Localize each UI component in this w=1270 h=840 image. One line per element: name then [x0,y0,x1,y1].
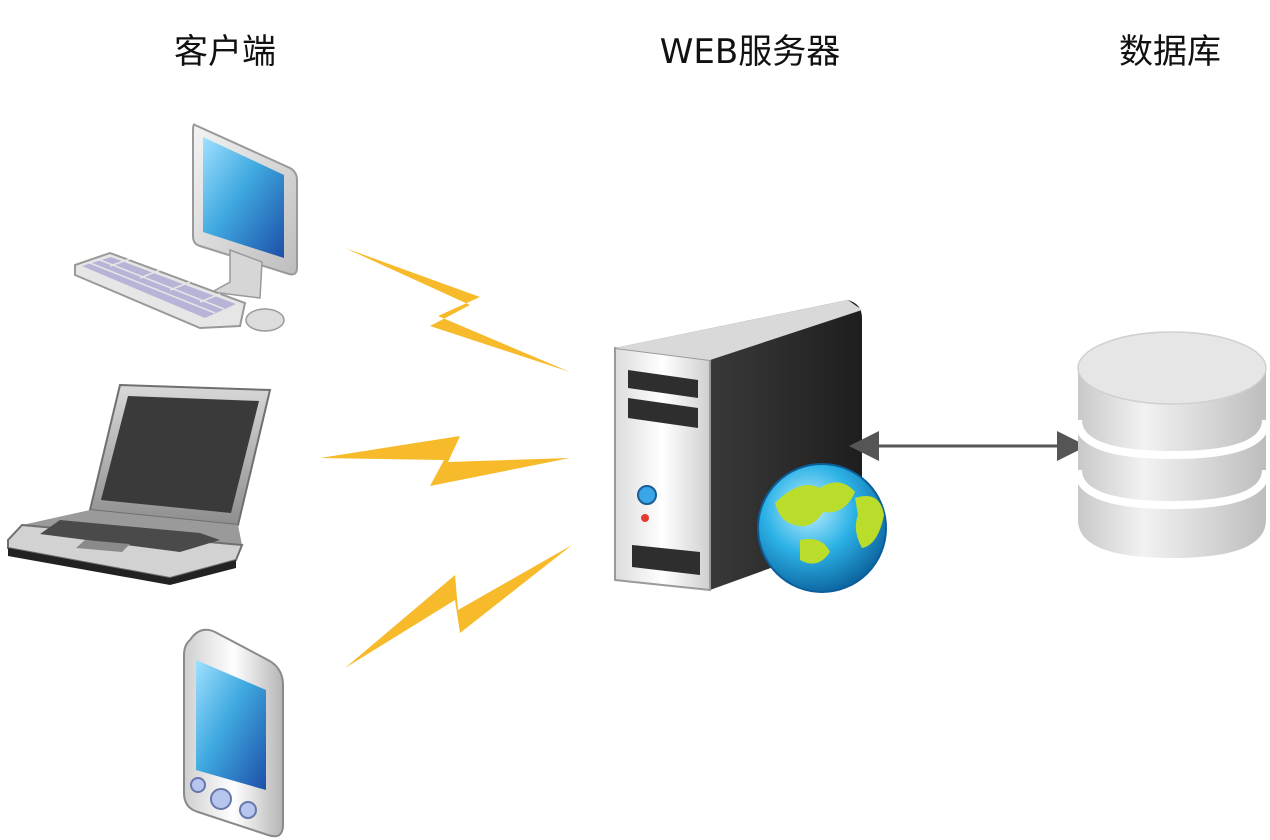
laptop-icon [7,383,272,585]
desktop-computer-icon [74,123,298,332]
mobile-device-icon [183,628,284,838]
client-column-label: 客户端 [174,32,276,72]
server-column-label: WEB服务器 [659,32,841,72]
lightning-link-desktop [345,248,570,372]
database-cylinder-icon [1074,331,1270,558]
globe-icon [757,463,887,593]
lightning-link-laptop [320,436,570,486]
database-column-label: 数据库 [1119,32,1221,72]
lightning-link-mobile [345,545,572,668]
